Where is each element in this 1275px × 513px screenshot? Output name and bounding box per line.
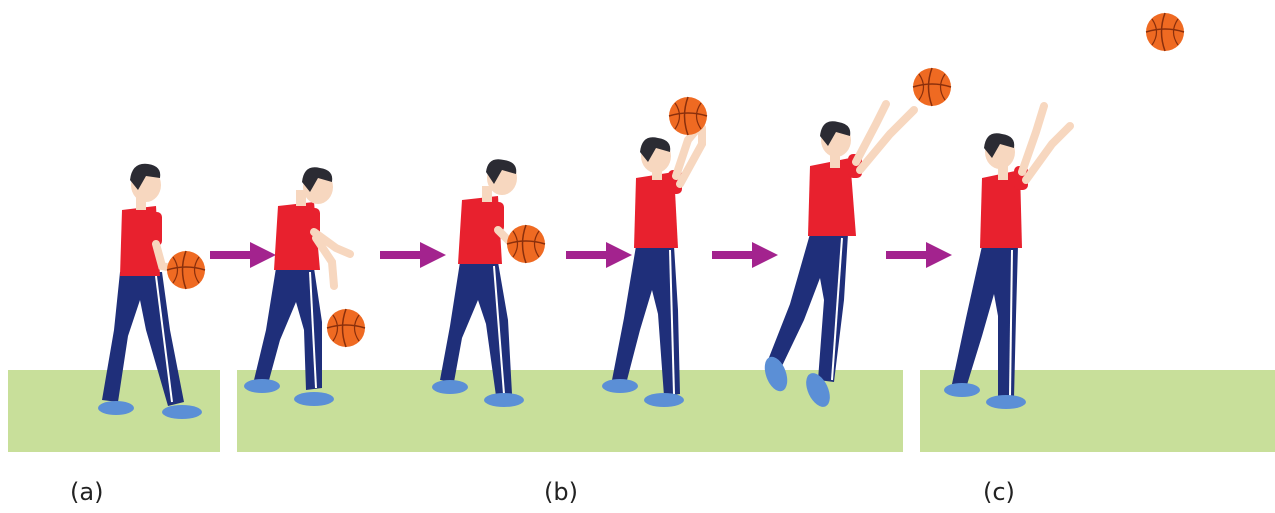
basketball-icon xyxy=(166,250,206,290)
person-icon xyxy=(432,159,526,407)
basketball-icon xyxy=(506,224,546,264)
label-c: (c) xyxy=(983,478,1015,506)
basketball-icon xyxy=(326,308,366,348)
arrow-right-icon xyxy=(566,242,632,268)
ground-b xyxy=(237,370,903,452)
label-b: (b) xyxy=(544,478,578,506)
basketball-icon xyxy=(1145,12,1185,52)
arrow-right-icon xyxy=(210,242,276,268)
arrow-right-icon xyxy=(886,242,952,268)
person-icon xyxy=(244,167,354,406)
basketball-icon xyxy=(668,96,708,136)
person-icon xyxy=(602,124,706,407)
basketball-icon xyxy=(912,67,952,107)
arrow-right-icon xyxy=(712,242,778,268)
label-a: (a) xyxy=(70,478,104,506)
ground-c xyxy=(920,370,1275,452)
arrow-right-icon xyxy=(380,242,446,268)
person-icon xyxy=(944,102,1074,409)
person-icon xyxy=(764,100,918,407)
